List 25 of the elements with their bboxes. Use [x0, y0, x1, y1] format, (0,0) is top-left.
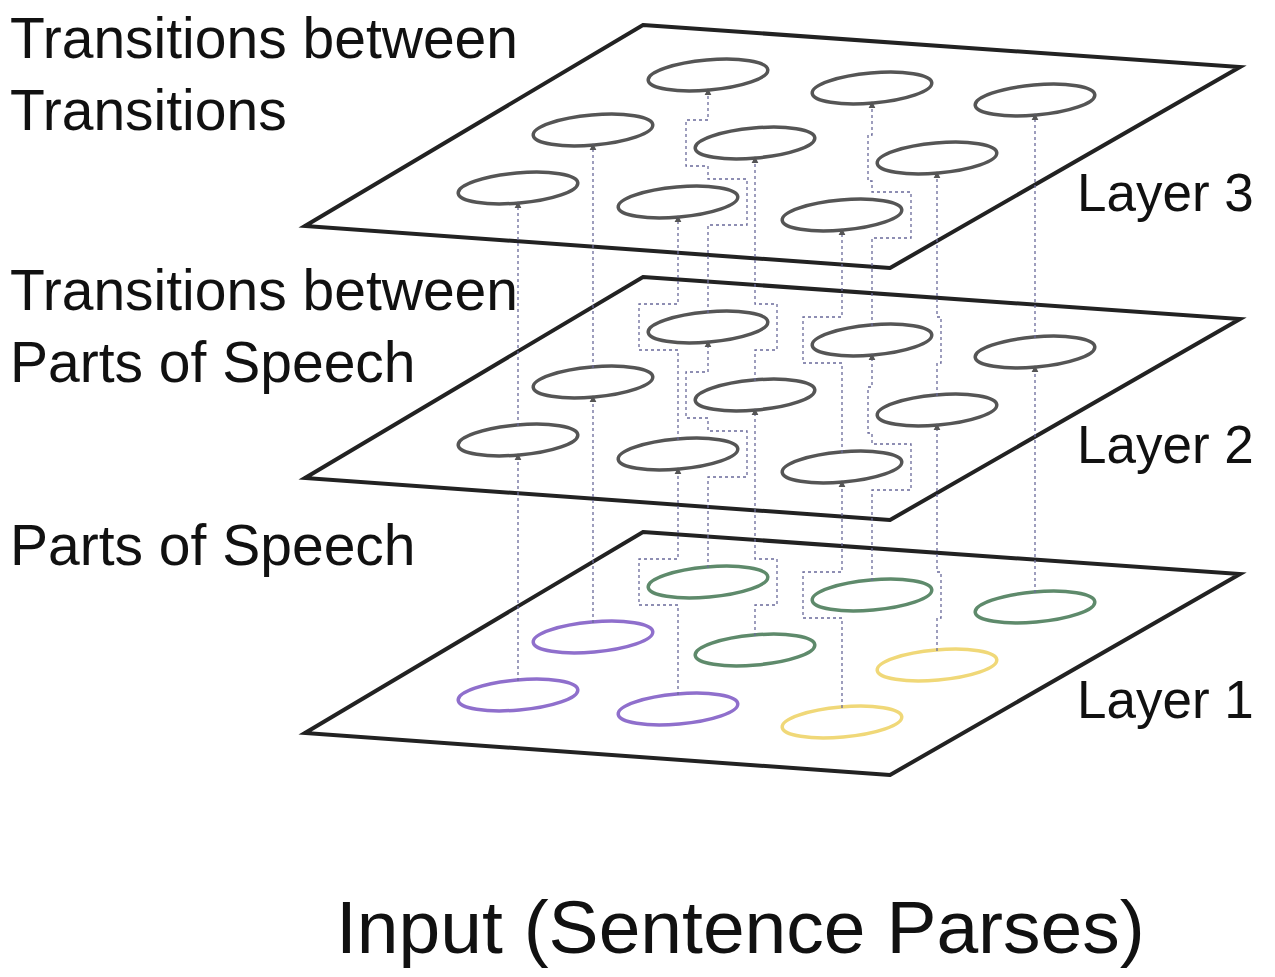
arrow: [638, 215, 682, 441]
arrow: [1031, 113, 1039, 339]
arrow: [933, 423, 942, 652]
layer-description: Transitions between Transitions: [10, 5, 519, 144]
arrow: [589, 395, 597, 624]
arrow: [867, 101, 912, 327]
arrow: [638, 467, 682, 696]
arrow: [514, 201, 522, 427]
layer-label: Layer 3: [1077, 164, 1254, 222]
arrow: [802, 228, 846, 454]
layer-description: Transitions between Parts of Speech: [10, 257, 519, 396]
arrow: [685, 340, 748, 569]
arrow: [751, 156, 778, 382]
arrow: [514, 453, 522, 682]
arrow: [685, 88, 748, 314]
arrow: [933, 171, 942, 397]
layer-description: Parts of Speech: [10, 512, 417, 579]
layer-label: Layer 1: [1077, 671, 1254, 729]
arrow: [1031, 365, 1039, 594]
caption: Input (Sentence Parses): [336, 884, 1145, 970]
arrow: [589, 143, 597, 369]
arrow: [867, 353, 912, 582]
arrow: [751, 408, 778, 637]
layer-label: Layer 2: [1077, 416, 1254, 474]
arrow: [802, 480, 846, 709]
